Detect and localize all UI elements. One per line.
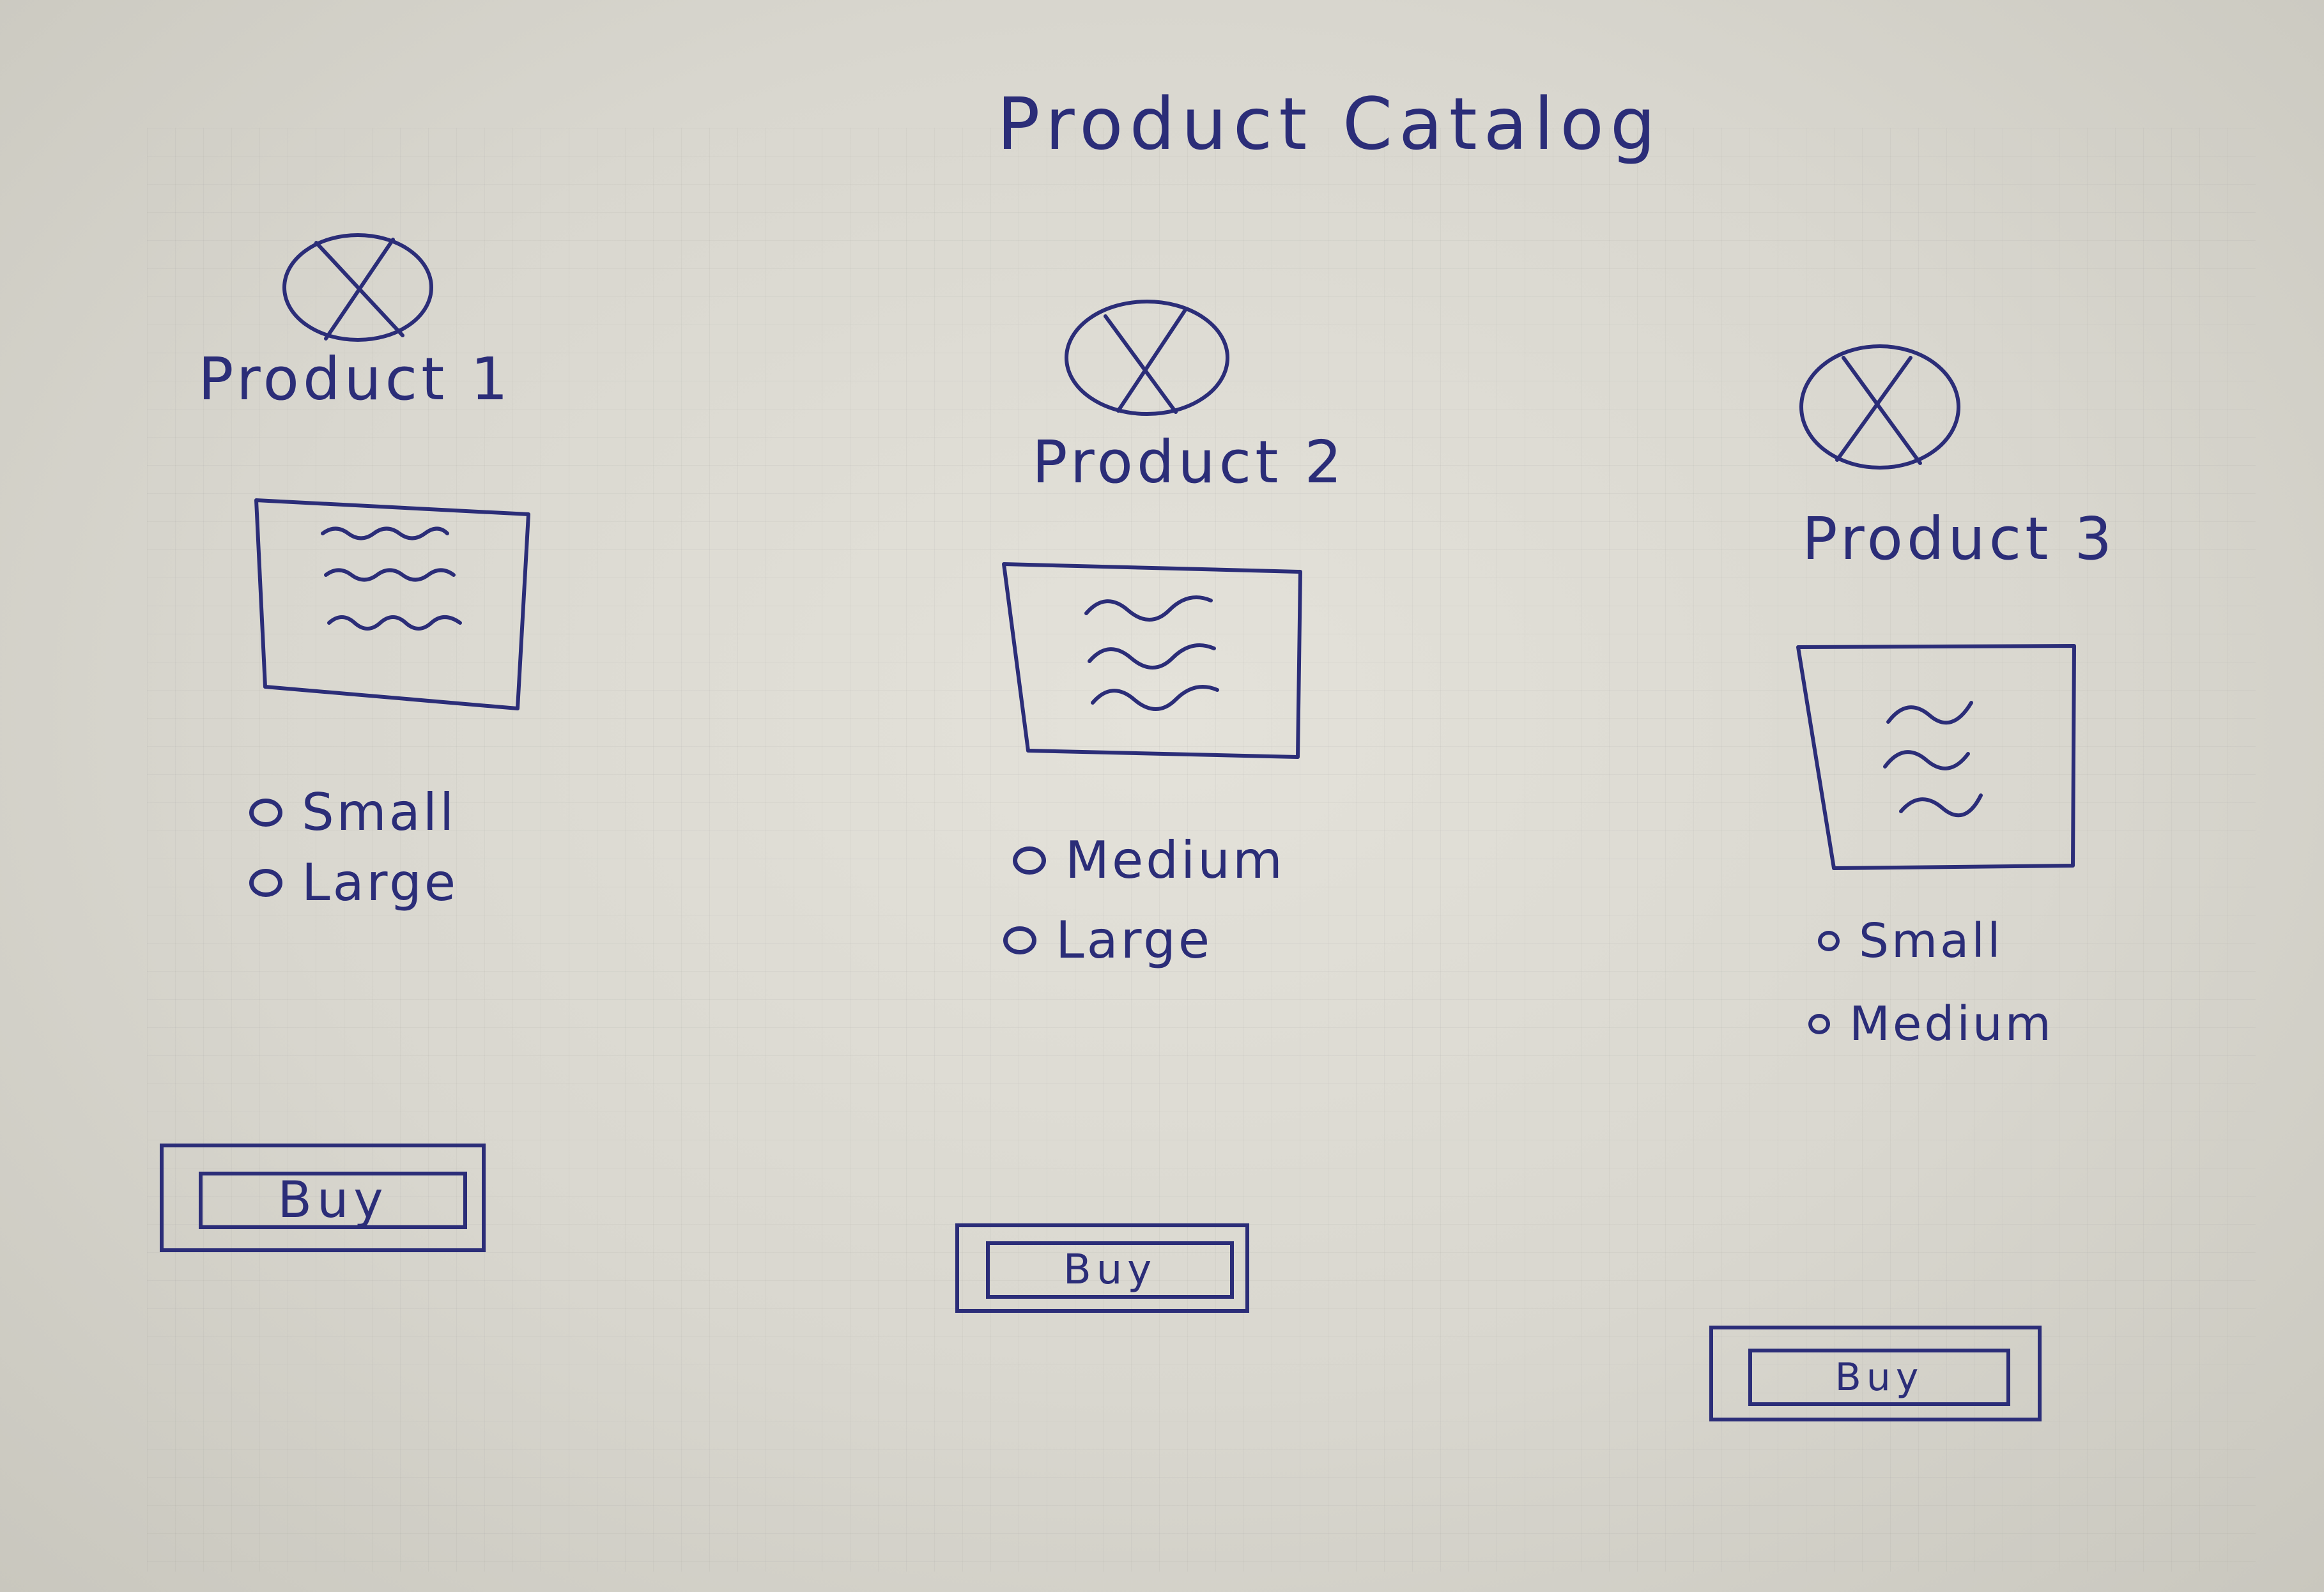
buy-button[interactable]: Buy	[955, 1223, 1249, 1313]
radio-button[interactable]	[1818, 931, 1840, 951]
radio-button[interactable]	[1808, 1014, 1830, 1034]
image-placeholder-icon	[1799, 344, 1960, 470]
radio-button[interactable]	[249, 798, 282, 827]
radio-label: Large	[1056, 910, 1213, 970]
radio-label: Small	[1859, 914, 2003, 968]
buy-button[interactable]: Buy	[160, 1144, 486, 1252]
radio-label: Large	[302, 853, 459, 912]
product-title-2: Product 2	[1032, 428, 1346, 496]
text-placeholder-icon	[254, 498, 530, 710]
size-option-small[interactable]: Small	[249, 783, 456, 842]
size-option-medium[interactable]: Medium	[1808, 997, 2054, 1052]
radio-button[interactable]	[1013, 846, 1046, 875]
size-option-large[interactable]: Large	[1003, 910, 1212, 970]
size-option-small[interactable]: Small	[1818, 914, 2003, 968]
radio-label: Medium	[1065, 830, 1285, 890]
radio-button[interactable]	[249, 868, 282, 897]
buy-button[interactable]: Buy	[1709, 1326, 2042, 1421]
radio-label: Small	[302, 783, 457, 842]
text-placeholder-icon	[1796, 644, 2076, 870]
page-title: Product Catalog	[997, 83, 1662, 166]
image-placeholder-icon	[282, 233, 433, 342]
image-placeholder-icon	[1065, 300, 1229, 416]
radio-button[interactable]	[1003, 926, 1036, 954]
buy-button-label: Buy	[1063, 1246, 1157, 1294]
text-placeholder-icon	[1002, 562, 1302, 759]
buy-button-label: Buy	[277, 1172, 389, 1229]
product-title-3: Product 3	[1802, 505, 2116, 573]
size-option-medium[interactable]: Medium	[1013, 830, 1285, 890]
size-option-large[interactable]: Large	[249, 853, 458, 912]
product-title-1: Product 1	[198, 345, 512, 413]
radio-label: Medium	[1849, 997, 2054, 1052]
buy-button-label: Buy	[1835, 1355, 1924, 1400]
